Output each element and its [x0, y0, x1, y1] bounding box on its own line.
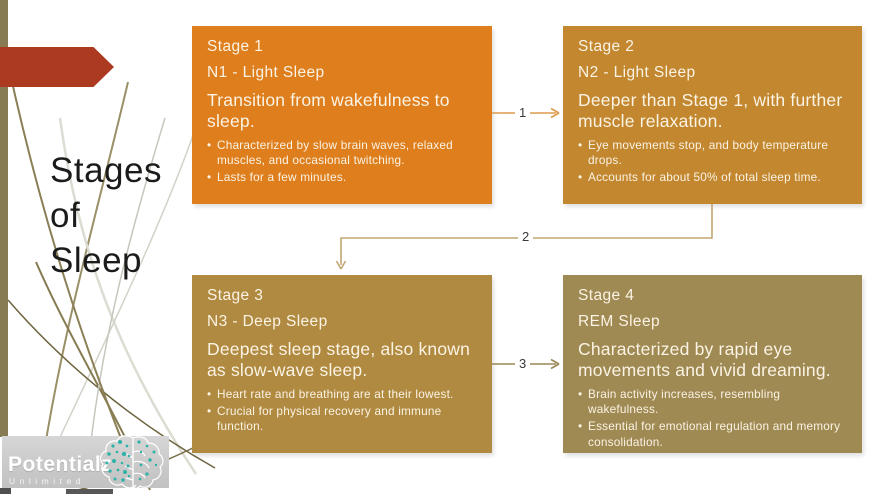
potentialz-logo: Potentialz Unlimited	[2, 435, 169, 489]
brain-icon	[100, 435, 164, 489]
red-arrow-shape	[0, 47, 114, 87]
stage-3-bullets: Heart rate and breathing are at their lo…	[207, 387, 477, 434]
connector-1-label: 1	[515, 105, 531, 121]
stage-3-title: Stage 3	[207, 287, 264, 304]
logo-tagline: Unlimited	[9, 476, 85, 486]
stage-4-description: Characterized by rapid eye movements and…	[578, 339, 831, 380]
stage-1-box[interactable]: Stage 1 N1 - Light Sleep Transition from…	[192, 26, 492, 204]
title-line-2: of	[50, 196, 81, 235]
stage-4-box[interactable]: Stage 4 REM Sleep Characterized by rapid…	[563, 275, 862, 453]
title-line-1: Stages	[50, 151, 162, 190]
stage-2-bullets: Eye movements stop, and body temperature…	[578, 138, 847, 185]
bottom-edge-mark	[0, 488, 11, 494]
stage-1-subtitle: N1 - Light Sleep	[207, 64, 325, 81]
stage-4-title: Stage 4	[578, 287, 635, 304]
stage-2-description: Deeper than Stage 1, with further muscle…	[578, 90, 843, 131]
stage-2-title: Stage 2	[578, 38, 635, 55]
stage-2-bullet: Accounts for about 50% of total sleep ti…	[578, 170, 847, 185]
stage-1-title: Stage 1	[207, 38, 264, 55]
stage-4-subtitle: REM Sleep	[578, 313, 660, 330]
title-line-3: Sleep	[50, 241, 143, 280]
stage-3-box[interactable]: Stage 3 N3 - Deep Sleep Deepest sleep st…	[192, 275, 492, 453]
stage-3-bullet: Crucial for physical recovery and immune…	[207, 404, 477, 434]
connector-2-label: 2	[518, 229, 534, 245]
stage-1-bullets: Characterized by slow brain waves, relax…	[207, 138, 477, 185]
bottom-edge-mark	[66, 489, 113, 494]
side-accent-bar	[0, 0, 8, 437]
stage-2-box[interactable]: Stage 2 N2 - Light Sleep Deeper than Sta…	[563, 26, 862, 204]
page-title: Stages of Sleep	[50, 148, 210, 283]
stage-4-bullets: Brain activity increases, resembling wak…	[578, 387, 847, 449]
stage-1-description: Transition from wakefulness to sleep.	[207, 90, 450, 131]
stage-2-subtitle: N2 - Light Sleep	[578, 64, 696, 81]
stage-2-bullet: Eye movements stop, and body temperature…	[578, 138, 847, 168]
stage-3-description: Deepest sleep stage, also known as slow-…	[207, 339, 471, 380]
stage-1-bullet: Characterized by slow brain waves, relax…	[207, 138, 477, 168]
stage-4-bullet: Essential for emotional regulation and m…	[578, 419, 847, 449]
stage-3-subtitle: N3 - Deep Sleep	[207, 313, 328, 330]
brain-dots	[105, 440, 158, 482]
stage-1-bullet: Lasts for a few minutes.	[207, 170, 477, 185]
stage-3-bullet: Heart rate and breathing are at their lo…	[207, 387, 477, 402]
connector-3-label: 3	[515, 356, 531, 372]
stage-4-bullet: Brain activity increases, resembling wak…	[578, 387, 847, 417]
